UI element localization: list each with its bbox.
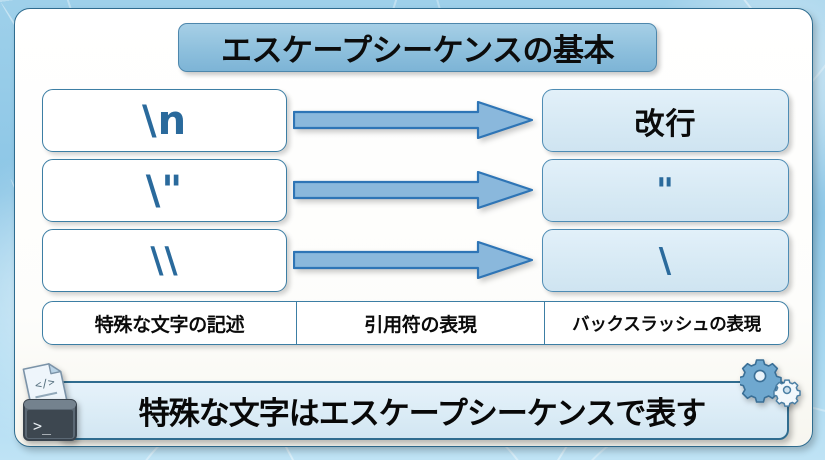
escape-source-text: \" — [145, 167, 184, 214]
right-arrow-icon — [293, 171, 533, 209]
slide-card: エスケープシーケンスの基本 \n 改行 \" " — [14, 8, 813, 447]
svg-text:>_: >_ — [33, 417, 52, 435]
escape-source-box: \\ — [42, 229, 287, 292]
escape-result-box: " — [542, 159, 789, 222]
escape-result-text: \ — [658, 240, 673, 281]
escape-result-box: 改行 — [542, 89, 789, 152]
svg-text:</>: </> — [34, 375, 57, 392]
escape-source-text: \n — [141, 97, 188, 144]
caption-text: バックスラッシュの表現 — [572, 314, 761, 335]
caption-cell: 特殊な文字の記述 — [43, 302, 296, 344]
page-title: エスケープシーケンスの基本 — [220, 33, 615, 69]
mapping-row: \\ \ — [15, 229, 812, 293]
summary-banner: 特殊な文字はエスケープシーケンスで表す — [55, 381, 789, 440]
caption-text: 特殊な文字の記述 — [94, 313, 245, 336]
caption-strip: 特殊な文字の記述 引用符の表現 バックスラッシュの表現 — [42, 301, 789, 345]
escape-source-box: \n — [42, 89, 287, 152]
escape-result-text: " — [656, 170, 675, 211]
slide-title-box: エスケープシーケンスの基本 — [178, 23, 657, 72]
gear-small-icon — [773, 379, 801, 407]
gear-large-icon — [740, 359, 782, 403]
terminal-icon: >_ — [23, 399, 77, 441]
escape-source-text: \\ — [150, 239, 179, 281]
mapping-row: \n 改行 — [15, 89, 812, 153]
right-arrow-icon — [293, 101, 533, 139]
escape-result-text: 改行 — [634, 106, 697, 142]
summary-banner-text: 特殊な文字はエスケープシーケンスで表す — [138, 396, 707, 432]
escape-result-box: \ — [542, 229, 789, 292]
caption-cell: バックスラッシュの表現 — [544, 302, 788, 344]
caption-text: 引用符の表現 — [364, 313, 477, 336]
right-arrow-icon — [293, 241, 533, 279]
escape-source-box: \" — [42, 159, 287, 222]
caption-cell: 引用符の表現 — [296, 302, 544, 344]
gears-icon — [740, 359, 801, 407]
mapping-row: \" " — [15, 159, 812, 223]
